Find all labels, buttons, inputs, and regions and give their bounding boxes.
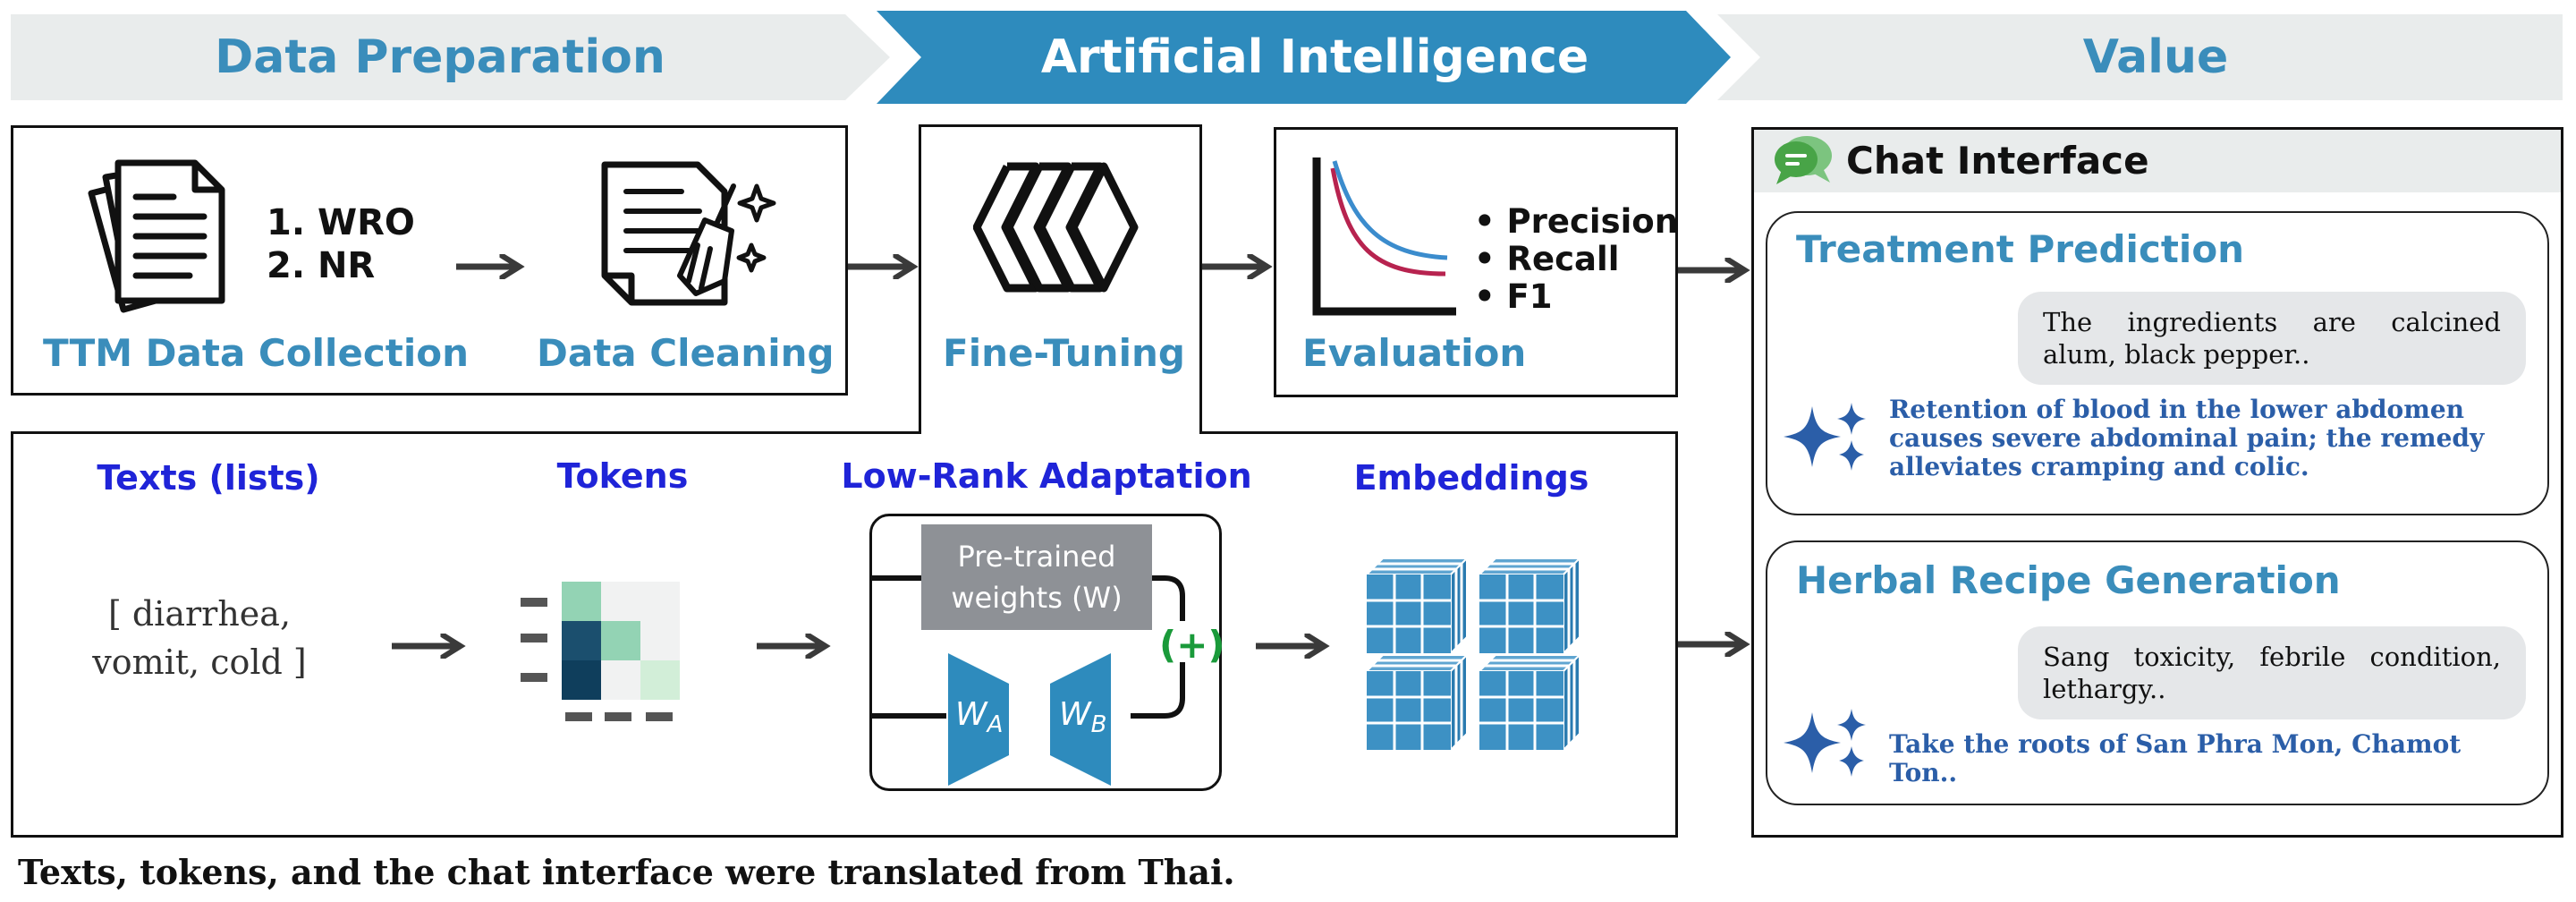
embeddings-title: Embeddings: [1353, 458, 1589, 498]
texts-line-1: [ diarrhea,: [107, 594, 292, 634]
pretrained-line-2: weights (W): [951, 581, 1123, 615]
documents-icon: [88, 159, 225, 313]
token-matrix-icon: [521, 582, 680, 721]
chevrons-icon: [973, 162, 1139, 293]
collection-step-1: 1. WRO: [267, 202, 415, 243]
treatment-card: [1766, 211, 2549, 515]
curve-plot-icon: [1312, 157, 1456, 316]
sparkle-icon: [1784, 403, 1866, 471]
metric-f1: • F1: [1474, 277, 1553, 316]
fine-tuning-label: Fine-Tuning: [943, 331, 1185, 375]
banner-arrows: [11, 11, 2563, 104]
chat-bubbles-icon: [1775, 136, 1832, 184]
texts-title: Texts (lists): [97, 458, 320, 498]
tokens-title: Tokens: [556, 456, 689, 496]
sparkle-icon: [1784, 709, 1866, 777]
evaluation-box: [1274, 127, 1678, 397]
wa-label: WA: [955, 696, 1003, 738]
chat-header-title: Chat Interface: [1846, 139, 2149, 183]
plus-symbol: (+): [1159, 623, 1225, 667]
treatment-question: The ingredients are calcined alum, black…: [2018, 292, 2526, 385]
collection-label: TTM Data Collection: [43, 331, 470, 375]
herbal-question: Sang toxicity, febrile condition, lethar…: [2018, 626, 2526, 719]
wa-subscript: A: [987, 711, 1004, 739]
lora-adapter-shapes: [948, 653, 1111, 786]
herbal-card: [1766, 540, 2549, 805]
metric-precision: • Precision: [1474, 202, 1679, 241]
chat-header-bar: [1754, 130, 2561, 192]
pretrained-weights-box: Pre-trained weights (W): [921, 524, 1152, 630]
pretrained-line-1: Pre-trained: [957, 540, 1116, 574]
texts-line-2: vomit, cold ]: [92, 642, 307, 682]
banner-artificial-intelligence: Artificial Intelligence: [1040, 30, 1589, 84]
document-broom-icon: [601, 161, 776, 306]
treatment-title: Treatment Prediction: [1796, 227, 2245, 271]
wa-letter: W: [955, 696, 987, 733]
footnote: Texts, tokens, and the chat interface we…: [18, 852, 1235, 892]
wb-letter: W: [1059, 696, 1091, 733]
treatment-answer: Retention of blood in the lower abdomen …: [1889, 395, 2485, 481]
embeddings-cubes-icon: [1365, 557, 1581, 752]
evaluation-label: Evaluation: [1302, 331, 1527, 375]
lora-title: Low-Rank Adaptation: [841, 456, 1252, 496]
metric-recall: • Recall: [1474, 240, 1620, 278]
herbal-answer: Take the roots of San Phra Mon, Chamot T…: [1889, 729, 2462, 787]
wb-label: WB: [1059, 696, 1106, 738]
collection-step-2: 2. NR: [267, 245, 376, 286]
wb-subscript: B: [1090, 711, 1107, 739]
lora-connectors: [869, 575, 1185, 719]
herbal-title: Herbal Recipe Generation: [1796, 558, 2341, 602]
cleaning-label: Data Cleaning: [537, 331, 835, 375]
banner-value: Value: [2082, 30, 2229, 84]
banner-data-preparation: Data Preparation: [215, 30, 665, 84]
